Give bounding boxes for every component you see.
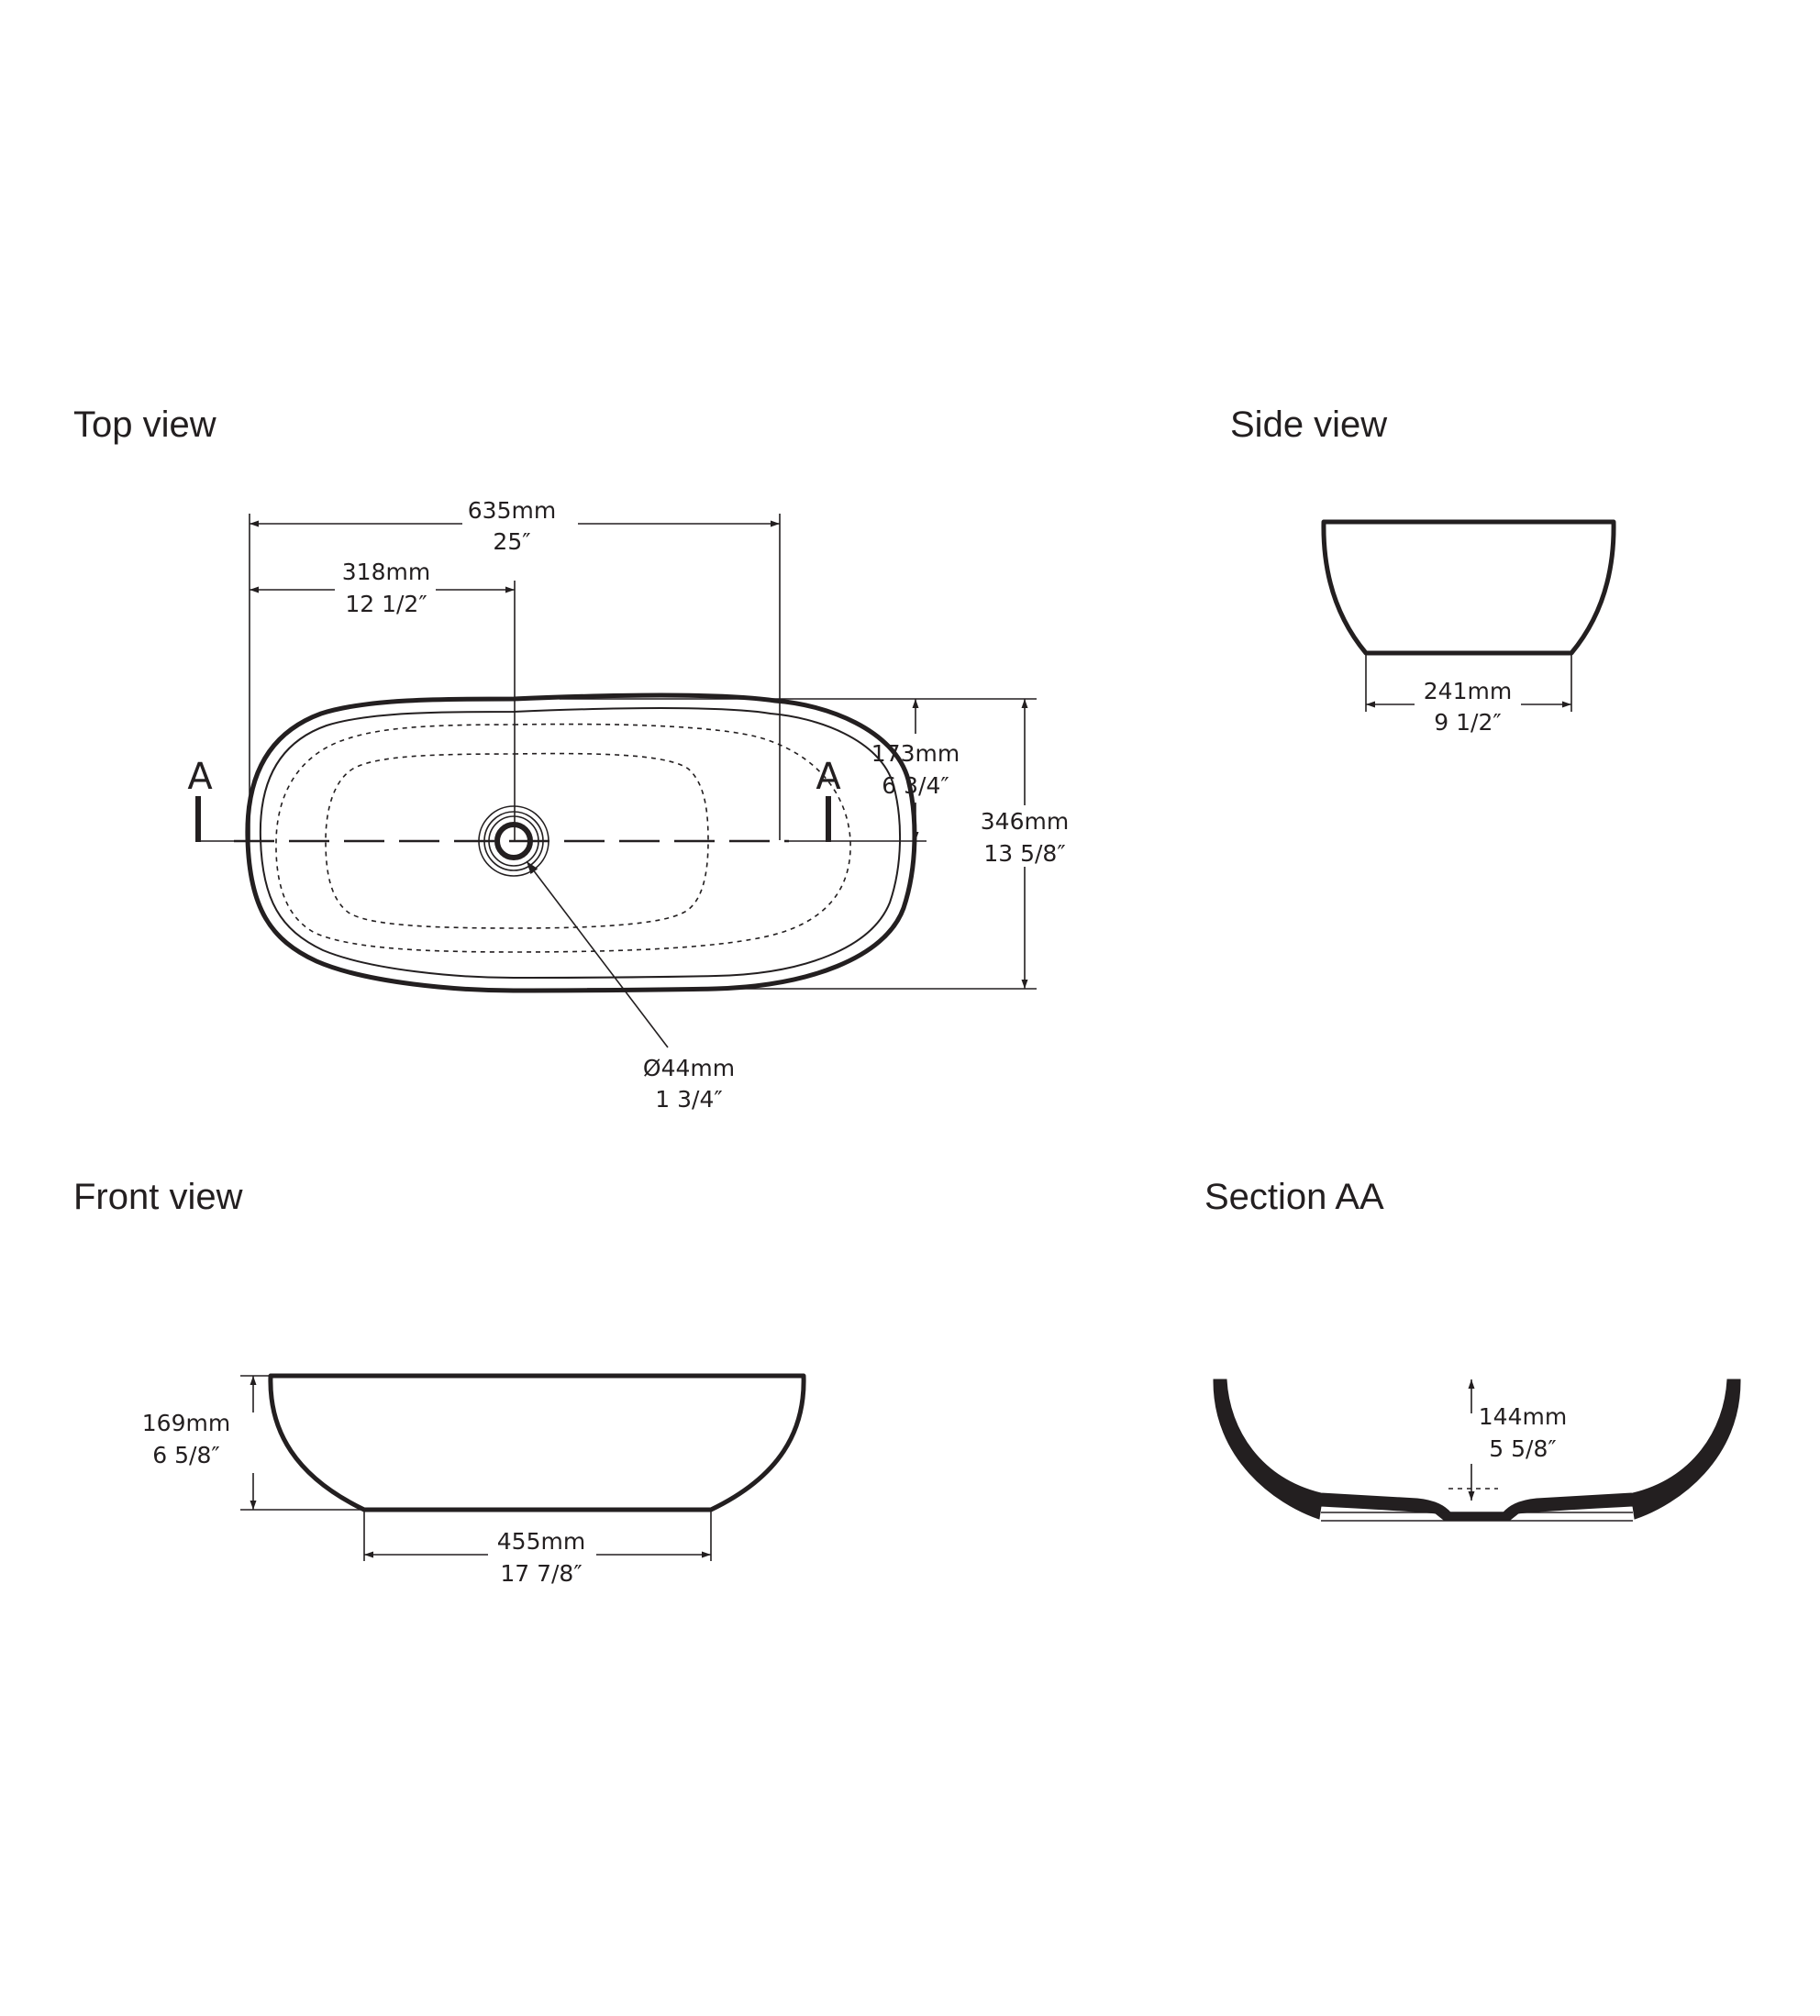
section-aa: 144mm 5 5/8″ [1213,1379,1741,1522]
dim-half-width-mm: 173mm [871,740,960,767]
dim-front-base-mm: 455mm [497,1528,585,1555]
dim-center-offset-mm: 318mm [342,559,430,585]
front-view: 169mm 6 5/8″ 455mm 17 7/8″ [142,1373,806,1587]
dim-front-height-mm: 169mm [142,1410,230,1436]
basin-side-outline [1321,519,1616,656]
side-view-title: Side view [1230,404,1387,445]
basin-section-left-wall [1213,1379,1493,1522]
dim-section-depth-mm: 144mm [1479,1403,1567,1430]
section-aa-title: Section AA [1204,1177,1384,1217]
dim-side-base-mm: 241mm [1424,678,1512,704]
dim-front-height-in: 6 5/8″ [152,1442,219,1468]
bowl-contour-inner [325,752,709,929]
drain-leader-line [526,860,669,1048]
dim-side-base-in: 9 1/2″ [1434,709,1501,736]
dim-section-depth-in: 5 5/8″ [1489,1435,1556,1462]
dim-overall-length-mm: 635mm [468,497,556,524]
dim-overall-length-in: 25″ [493,528,530,555]
bowl-contour-outer [275,723,851,953]
section-label-right: A [816,756,841,798]
top-view: A A 635mm 25″ 318mm 12 1/2″ 173mm 6 3/4″… [187,497,1069,1113]
basin-front-outline [268,1373,806,1512]
dim-center-offset-in: 12 1/2″ [345,591,427,617]
basin-inner-rim [259,707,902,980]
dim-drain-diameter-mm: Ø44mm [643,1055,735,1081]
dim-drain-diameter-in: 1 3/4″ [655,1086,722,1113]
side-view: 241mm 9 1/2″ [1321,519,1616,736]
dim-overall-width-mm: 346mm [981,808,1069,835]
dim-front-base-in: 17 7/8″ [500,1560,582,1587]
dim-half-width-in: 6 3/4″ [882,772,949,799]
dim-overall-width-in: 13 5/8″ [983,840,1065,867]
basin-top-outline [245,692,917,993]
section-label-left: A [187,756,213,798]
basin-section-right-wall [1491,1379,1741,1522]
top-view-title: Top view [73,404,216,445]
front-view-title: Front view [73,1177,243,1217]
